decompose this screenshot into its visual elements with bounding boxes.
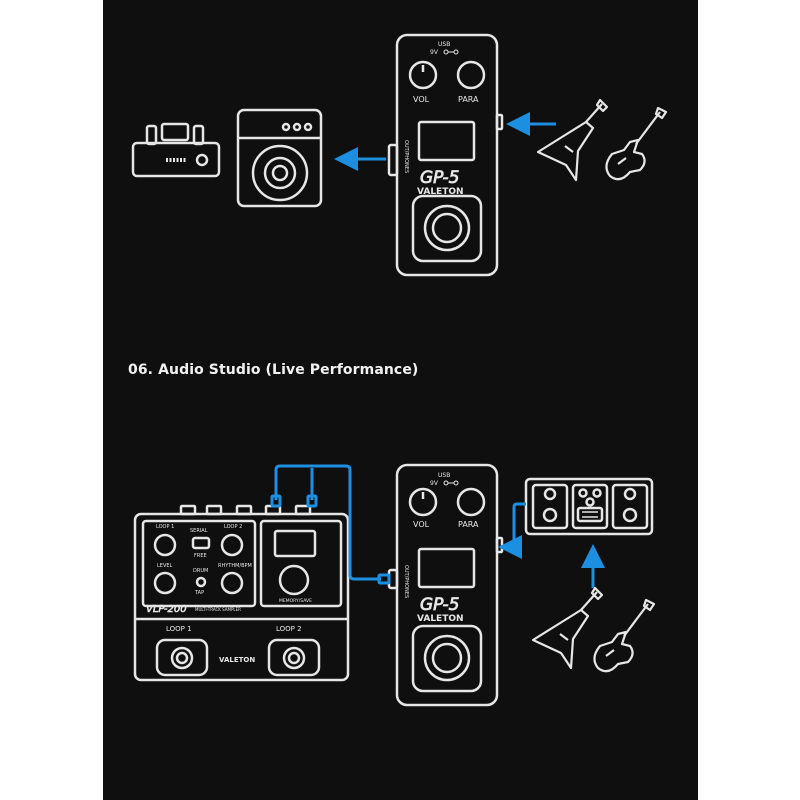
electric-guitar-icon-bottom [593,598,656,673]
looper-rhythm-label: RHYTHM/BPM [218,563,252,569]
brand-label-top: VALETON [417,187,464,197]
flying-v-guitar-icon-top [536,98,609,182]
power-label-top: 9V [430,49,439,56]
looper-loop1-label: LOOP 1 [156,524,174,530]
looper-loop2-label: LOOP 2 [224,524,242,530]
amp-head [131,122,221,178]
vol-label-top: VOL [413,95,430,104]
looper-free-label: FREE [194,553,207,559]
gp5-pedal-bottom [387,463,504,707]
arrow-pedalboard-to-pedal [498,502,526,559]
looper-memory-label: MEMORY/SAVE [279,598,312,604]
model-label-top: GP-5 [420,168,459,188]
side-jack-label-top: OUT/PHONES [403,140,409,173]
para-label-top: PARA [458,95,479,104]
brand-label-bottom: VALETON [417,614,464,624]
flying-v-guitar-icon-bottom [531,586,604,670]
para-label-bottom: PARA [458,520,479,529]
polarity-icon-bottom [443,480,459,486]
amp-cabinet [236,108,323,208]
looper-model-label: VLP-200 [146,604,187,615]
vlp200-looper [133,504,350,682]
electric-guitar-icon-top [605,106,668,181]
effects-pedalboard [524,477,654,536]
section-heading: 06. Audio Studio (Live Performance) [128,362,419,378]
looper-drum-label: DRUM [193,568,208,574]
looper-serial-label: SERIAL [190,528,208,534]
looper-foot2-label: LOOP 2 [276,625,302,633]
usb-label-top: USB [438,41,450,48]
vol-label-bottom: VOL [413,520,430,529]
usb-label-bottom: USB [438,472,450,479]
power-label-bottom: 9V [430,480,439,487]
gp5-pedal-top [387,33,504,277]
model-label-bottom: GP-5 [420,595,459,615]
looper-brand: VALETON [219,656,255,664]
looper-tap-label: TAP [194,590,204,596]
side-jack-label-bottom: OUT/PHONES [403,565,409,598]
looper-to-pedal-cable [270,464,391,585]
polarity-icon-top [443,49,459,55]
looper-foot1-label: LOOP 1 [166,625,192,633]
looper-level-label: LEVEL [157,563,173,569]
looper-subtitle: MULTI-TRACK SAMPLER [195,607,241,612]
